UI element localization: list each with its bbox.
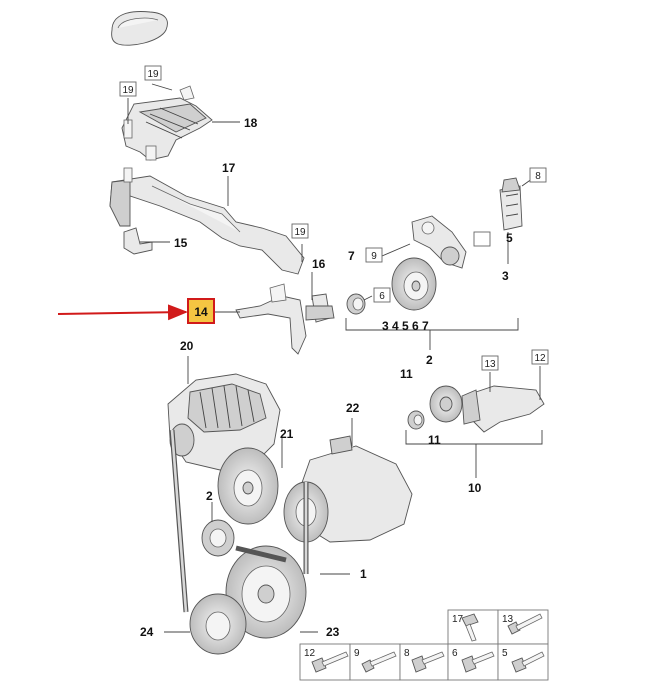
callout-11-left: 11 xyxy=(400,367,413,381)
group-2-members: 3 4 5 6 7 xyxy=(382,319,429,333)
ref-box-12: 12 xyxy=(534,353,546,364)
callout-2-idler: 2 xyxy=(206,489,213,503)
ref-box-19-top: 19 xyxy=(147,69,159,80)
ref-box-13: 13 xyxy=(484,359,496,370)
mount-bracket-14 xyxy=(235,283,335,355)
callout-15: 15 xyxy=(174,236,188,250)
highlight-arrow xyxy=(57,304,188,321)
drive-belt-1 xyxy=(169,429,309,613)
callout-17: 17 xyxy=(222,161,236,175)
ref-box-9: 9 xyxy=(371,251,377,262)
ref-box-19-left: 19 xyxy=(122,85,134,96)
cap-part xyxy=(111,11,168,46)
fastener-5-label: 5 xyxy=(502,648,508,659)
fastener-8-label: 8 xyxy=(404,648,410,659)
cap-6 xyxy=(346,293,366,315)
fastener-13-label: 13 xyxy=(502,614,514,625)
callout-18: 18 xyxy=(244,116,258,130)
callout-16: 16 xyxy=(312,257,326,271)
callout-10: 10 xyxy=(468,481,482,495)
ac-compressor-22 xyxy=(283,435,413,543)
callout-14: 14 xyxy=(194,305,208,319)
callout-23: 23 xyxy=(326,625,340,639)
bolt-icon xyxy=(411,651,445,673)
fastener-9-label: 9 xyxy=(354,648,360,659)
idler-pulley-2 xyxy=(201,519,235,557)
callout-3: 3 xyxy=(502,269,509,283)
damper-pulley-24 xyxy=(189,593,247,655)
tensioner-assembly-5 xyxy=(411,215,467,269)
fastener-table: 17 13 12 9 8 6 5 xyxy=(299,609,549,681)
pulley-21 xyxy=(217,447,279,525)
alternator-20 xyxy=(167,373,281,471)
bolt-icon xyxy=(361,651,397,673)
callout-5: 5 xyxy=(506,231,513,245)
callout-7: 7 xyxy=(348,249,355,263)
bolt-icon xyxy=(311,651,349,673)
ref-box-19-right: 19 xyxy=(294,227,306,238)
callout-11-bracket: 11 xyxy=(428,433,441,447)
callout-1: 1 xyxy=(360,567,367,581)
callout-22: 22 xyxy=(346,401,360,415)
bolt-icon xyxy=(507,613,543,635)
callout-21: 21 xyxy=(280,427,294,441)
damper-3 xyxy=(499,177,523,231)
tensioner-10 xyxy=(429,385,545,433)
small-bracket-15 xyxy=(123,227,153,255)
pulley-4 xyxy=(391,257,437,311)
ref-box-6: 6 xyxy=(379,291,385,302)
bolt-icon xyxy=(461,613,479,642)
callout-2-group: 2 xyxy=(426,353,433,367)
callout-20: 20 xyxy=(180,339,194,353)
crank-pulley-23 xyxy=(225,545,307,639)
fastener-17-label: 17 xyxy=(452,614,464,625)
cover-bracket-18 xyxy=(121,85,213,161)
cap-11 xyxy=(407,410,425,430)
callout-24: 24 xyxy=(140,625,154,639)
highlight-box-14[interactable] xyxy=(187,298,215,324)
fastener-12-label: 12 xyxy=(304,648,316,659)
bolt-icon xyxy=(461,651,495,673)
engine-carrier-17 xyxy=(109,167,305,275)
ref-box-8: 8 xyxy=(535,171,541,182)
fastener-6-label: 6 xyxy=(452,648,458,659)
bolt-icon xyxy=(511,651,545,673)
